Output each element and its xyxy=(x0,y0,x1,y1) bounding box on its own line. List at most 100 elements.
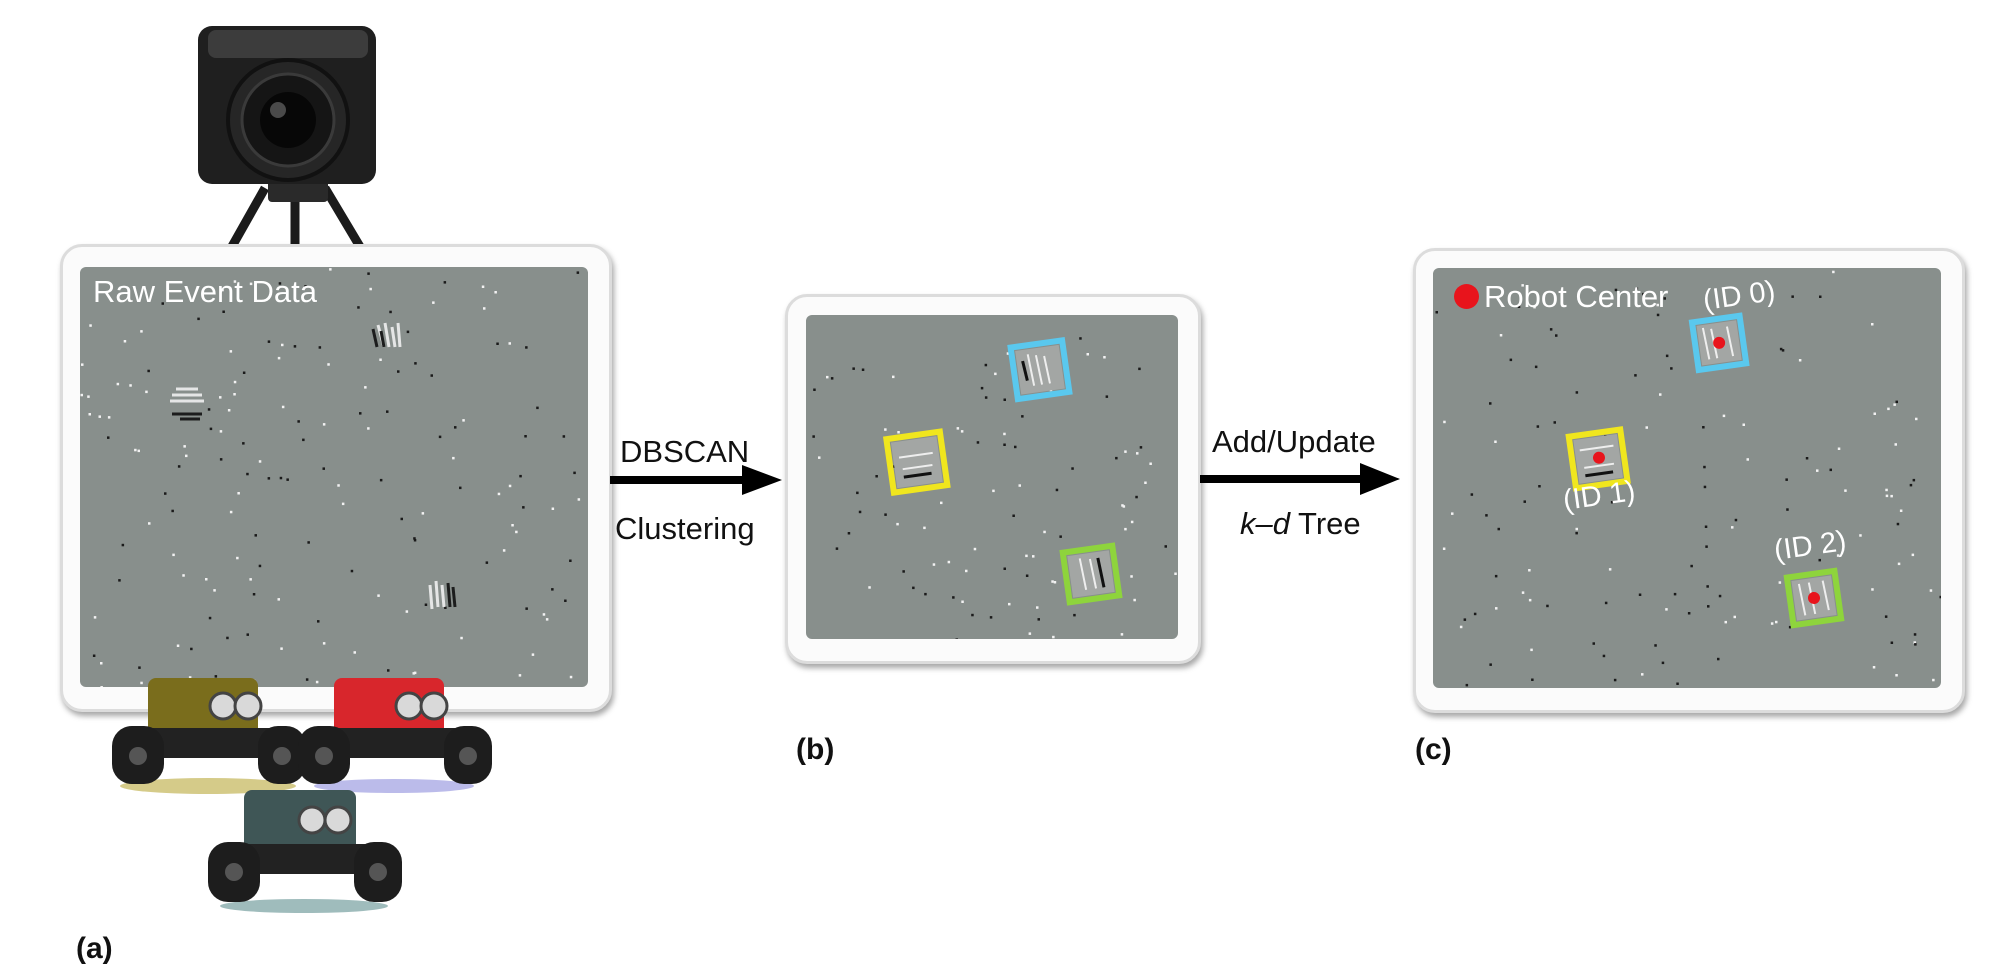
noise-event xyxy=(1893,403,1896,406)
noise-event xyxy=(932,563,936,566)
noise-event xyxy=(209,427,213,431)
noise-event xyxy=(462,419,465,422)
noise-event xyxy=(536,406,539,410)
noise-event xyxy=(1913,633,1917,636)
noise-event xyxy=(197,317,200,321)
noise-event xyxy=(1139,446,1143,449)
noise-event xyxy=(147,369,150,373)
noise-event xyxy=(1873,412,1876,415)
noise-event xyxy=(1124,450,1127,453)
noise-event xyxy=(438,435,442,439)
noise-event xyxy=(494,291,497,294)
noise-event xyxy=(1459,625,1463,629)
noise-event xyxy=(219,396,222,399)
noise-event xyxy=(1115,456,1118,460)
robot-car-icon xyxy=(204,790,404,915)
noise-events xyxy=(80,268,581,687)
noise-event xyxy=(177,465,181,468)
noise-event xyxy=(1778,581,1782,584)
noise-event xyxy=(317,620,320,623)
noise-event xyxy=(1909,483,1913,487)
noise-event xyxy=(847,532,851,535)
noise-event xyxy=(1079,337,1082,340)
noise-event xyxy=(1899,509,1903,512)
noise-event xyxy=(267,340,271,343)
noise-event xyxy=(1133,598,1136,602)
noise-event xyxy=(1635,287,1639,290)
noise-event xyxy=(1911,553,1915,557)
noise-event xyxy=(379,358,382,361)
noise-event xyxy=(443,281,447,284)
noise-event xyxy=(1533,305,1536,309)
noise-event xyxy=(1014,445,1017,449)
noise-event xyxy=(1665,608,1668,611)
noise-event xyxy=(424,603,428,606)
noise-event xyxy=(242,442,245,445)
noise-event xyxy=(1829,468,1832,472)
noise-event xyxy=(912,586,915,590)
noise-event xyxy=(329,268,332,271)
noise-event xyxy=(519,474,522,478)
noise-event xyxy=(353,651,356,654)
noise-event xyxy=(1890,494,1893,498)
tracked-robot xyxy=(1565,426,1631,492)
noise-event xyxy=(148,522,151,525)
noise-event xyxy=(1896,522,1900,526)
noise-event xyxy=(1895,400,1898,404)
panel-b-label: (b) xyxy=(796,733,835,766)
noise-event xyxy=(923,526,926,530)
noise-event xyxy=(1164,545,1167,548)
noise-event xyxy=(1059,535,1062,538)
noise-event xyxy=(1043,530,1046,534)
noise-event xyxy=(254,534,257,537)
noise-event xyxy=(430,374,433,377)
noise-event xyxy=(454,426,457,429)
noise-event xyxy=(227,409,231,412)
noise-event xyxy=(307,541,310,544)
noise-event xyxy=(508,484,512,488)
noise-event xyxy=(293,345,297,348)
noise-event xyxy=(190,647,193,651)
noise-event xyxy=(1613,678,1617,682)
noise-event xyxy=(1656,303,1659,307)
noise-event xyxy=(1121,504,1124,507)
noise-event xyxy=(497,492,501,496)
noise-event xyxy=(1805,457,1809,460)
noise-event xyxy=(485,561,489,564)
noise-event xyxy=(1435,311,1438,314)
noise-event xyxy=(337,484,340,487)
noise-event xyxy=(188,676,192,679)
clustering-label: Clustering xyxy=(615,511,755,546)
noise-event xyxy=(858,510,862,514)
noise-event xyxy=(1703,485,1707,489)
noise-event xyxy=(412,672,415,675)
noise-event xyxy=(875,475,878,478)
noise-event xyxy=(1819,295,1822,298)
noise-event xyxy=(1575,531,1578,535)
noise-event xyxy=(1052,635,1055,639)
cluster-box-blue xyxy=(1007,336,1073,403)
noise-event xyxy=(249,282,253,286)
raw-event-title: Raw Event Data xyxy=(93,274,317,309)
noise-event xyxy=(1895,674,1898,677)
noise-event xyxy=(1929,589,1933,592)
noise-event xyxy=(1788,625,1792,629)
noise-event xyxy=(137,449,140,453)
noise-event xyxy=(1779,347,1783,351)
noise-event xyxy=(81,363,84,366)
noise-event xyxy=(1530,648,1533,652)
noise-event xyxy=(1494,574,1498,578)
noise-event xyxy=(1012,514,1015,517)
tree-text: Tree xyxy=(1289,506,1361,541)
noise-event xyxy=(1602,654,1606,658)
noise-event xyxy=(145,390,148,394)
noise-event xyxy=(176,644,180,647)
noise-event xyxy=(1003,567,1006,570)
noise-event xyxy=(1086,353,1089,356)
noise-event xyxy=(1707,605,1710,608)
robot-car-icon xyxy=(108,678,308,796)
panel-c-label: (c) xyxy=(1415,733,1452,766)
noise-event xyxy=(413,537,416,540)
noise-event xyxy=(952,596,955,599)
noise-event xyxy=(1734,518,1738,522)
